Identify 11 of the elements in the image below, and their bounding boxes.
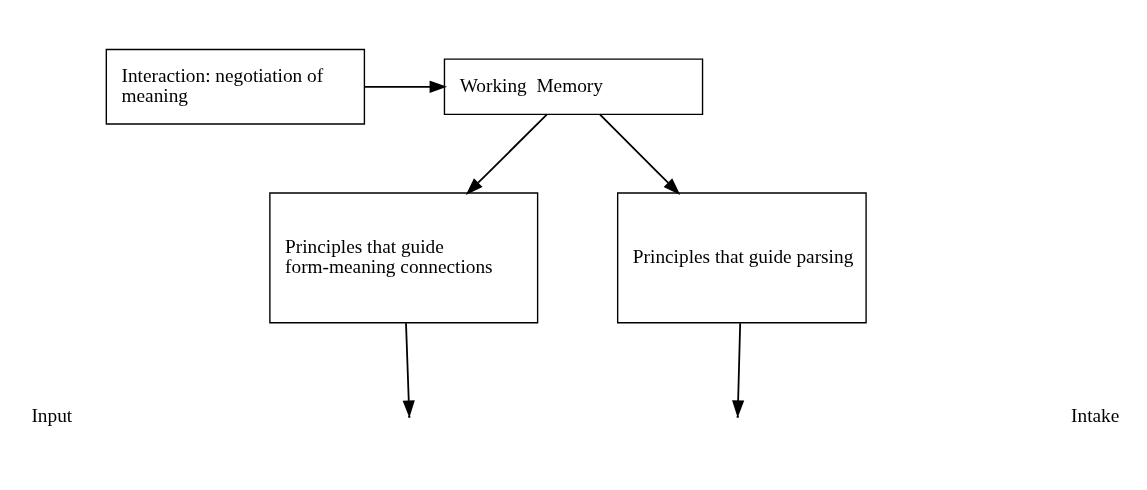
arrow (598, 113, 681, 195)
node-box: Interaction: negotiation of meaning (105, 48, 366, 125)
arrow (363, 80, 447, 93)
label: Intake (1071, 404, 1120, 426)
label: Input (31, 404, 73, 426)
arrow (402, 321, 415, 418)
node-box: Principles that guide parsing (616, 191, 867, 323)
arrow (465, 113, 548, 195)
node-box: Working Memory (443, 58, 704, 115)
arrow (732, 321, 745, 418)
node-box: Principles that guide form-meaning connections (269, 191, 539, 323)
